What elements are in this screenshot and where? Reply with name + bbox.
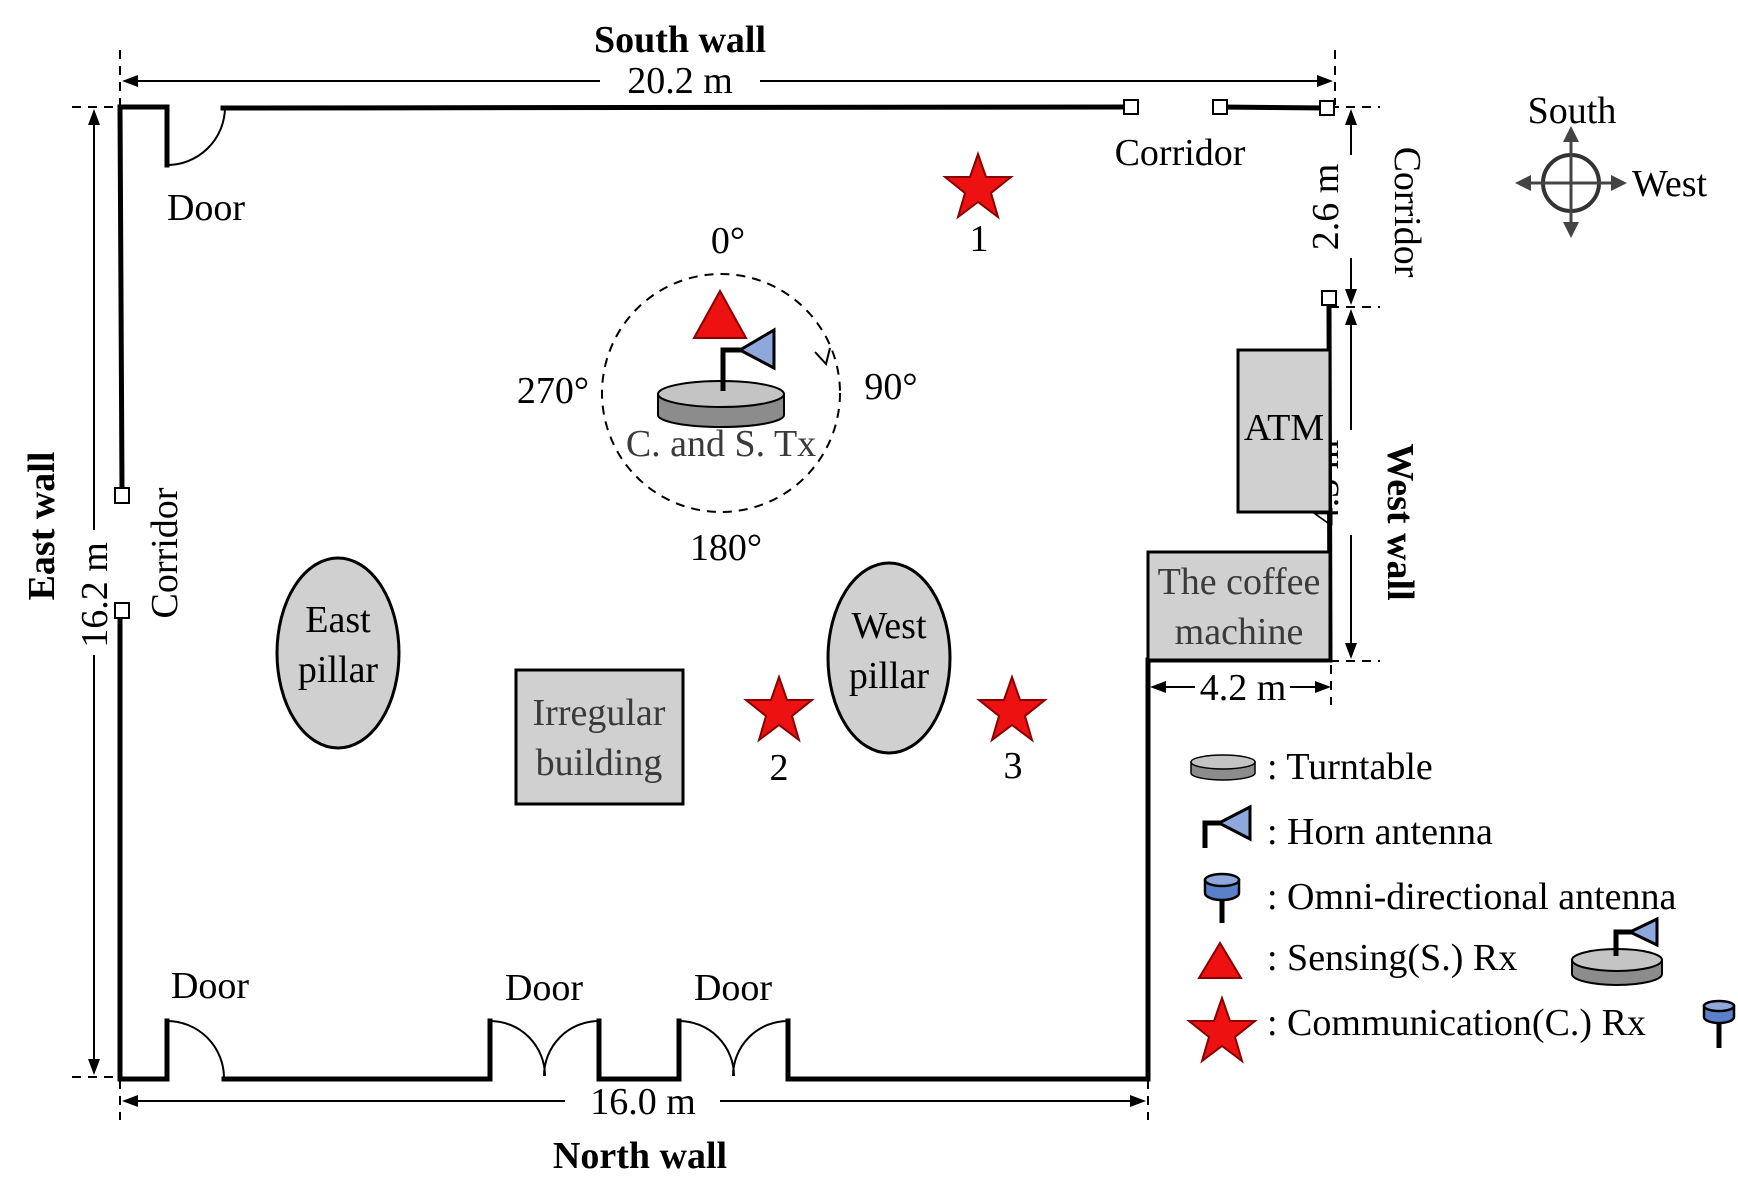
door-bottom-1-label: Door xyxy=(171,965,249,1007)
east-pillar-label-1: East xyxy=(305,599,371,641)
recess-width-label: 4.2 m xyxy=(1200,667,1287,709)
west-pillar-label-2: pillar xyxy=(849,655,930,697)
angle-0-label: 0° xyxy=(711,220,745,262)
legend-triangle-icon xyxy=(1197,941,1243,979)
angle-270-label: 270° xyxy=(517,370,589,412)
legend-omni-antenna-icon xyxy=(1203,872,1241,923)
corridor-gap-label: 2.6 m xyxy=(1305,164,1347,251)
legend-star-icon xyxy=(1186,994,1258,1064)
irregular-building-label-1: Irregular xyxy=(533,692,666,734)
turntable-icon xyxy=(657,380,785,428)
irregular-building-label-2: building xyxy=(536,742,663,784)
receiver-1-label: 1 xyxy=(970,218,989,260)
irregular-building: Irregular building xyxy=(514,668,685,806)
door-bottom-2-label: Door xyxy=(505,967,583,1009)
south-wall-label: South wall xyxy=(594,19,766,61)
east-length-label: 16.2 m xyxy=(74,542,116,648)
angle-90-label: 90° xyxy=(864,366,917,408)
atm: ATM xyxy=(1236,348,1332,514)
receiver-1: 1 xyxy=(942,150,1014,260)
corridor-left-label: Corridor xyxy=(144,487,186,618)
legend-communication-rx-icon xyxy=(1702,999,1736,1048)
west-pillar-label-1: West xyxy=(851,605,926,647)
sensing-rx-triangle xyxy=(692,288,748,339)
coffee-machine: The coffee machine xyxy=(1146,550,1332,662)
receiver-3-label: 3 xyxy=(1004,745,1023,787)
door-bottom-3-label: Door xyxy=(694,967,772,1009)
receiver-3: 3 xyxy=(976,673,1048,787)
legend-horn-antenna-icon xyxy=(1202,804,1252,848)
south-length-label: 20.2 m xyxy=(627,60,733,102)
legend-turntable-icon xyxy=(1190,754,1256,781)
corridor-right-label: Corridor xyxy=(1386,147,1428,278)
east-pillar-label-2: pillar xyxy=(298,649,379,691)
legend-sensing-rx-icon xyxy=(1571,916,1663,986)
tx-label: C. and S. Tx xyxy=(626,423,816,465)
coffee-machine-label-1: The coffee xyxy=(1158,561,1321,603)
corridor-top-label: Corridor xyxy=(1115,132,1246,174)
receiver-2-label: 2 xyxy=(770,747,789,789)
angle-180-label: 180° xyxy=(690,527,762,569)
east-pillar: East pillar xyxy=(275,556,401,750)
east-wall-label: East wall xyxy=(21,452,63,601)
legend-turntable-text: : Turntable xyxy=(1267,746,1433,788)
legend-sensing-text: : Sensing(S.) Rx xyxy=(1267,937,1517,979)
door-top-label: Door xyxy=(167,187,245,229)
legend-communication-text: : Communication(C.) Rx xyxy=(1267,1002,1646,1044)
legend: : Turntable : Horn antenna : Omni-direct… xyxy=(1186,746,1736,1064)
north-wall-label: North wall xyxy=(553,1135,727,1177)
compass-south-label: South xyxy=(1528,90,1617,132)
north-length-label: 16.0 m xyxy=(590,1081,696,1123)
west-wall-label: West wall xyxy=(1379,443,1421,600)
horn-antenna-icon xyxy=(720,327,776,391)
legend-horn-text: : Horn antenna xyxy=(1267,811,1493,853)
legend-omni-text: : Omni-directional antenna xyxy=(1267,876,1677,918)
transmitter: C. and S. Tx 0° 90° 180° 270° xyxy=(517,220,918,569)
coffee-machine-label-2: machine xyxy=(1175,611,1304,653)
compass: South West xyxy=(1515,90,1707,238)
west-pillar: West pillar xyxy=(826,561,952,755)
compass-west-label: West xyxy=(1632,163,1707,205)
atm-label: ATM xyxy=(1244,407,1324,449)
receiver-2: 2 xyxy=(743,673,815,789)
dimension-lines xyxy=(72,50,1380,1120)
